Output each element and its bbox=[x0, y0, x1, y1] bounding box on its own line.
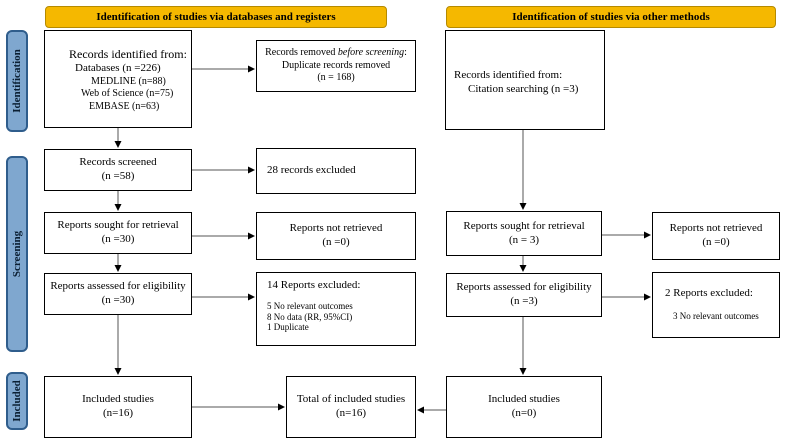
stage-identification: Identification bbox=[6, 30, 28, 132]
records-excluded-box: 28 records excluded bbox=[256, 148, 416, 194]
exclusion-no-data: 8 No data (RR, 95%CI) bbox=[267, 311, 353, 322]
reports-sought-title: Reports sought for retrieval bbox=[57, 219, 179, 232]
left-section-header: Identification of studies via databases … bbox=[45, 6, 387, 28]
duplicates-removed-count: (n = 168) bbox=[317, 72, 355, 84]
total-included-title: Total of included studies bbox=[296, 393, 406, 406]
records-identified-box: Records identified from: Databases (n =2… bbox=[44, 30, 192, 128]
reports-not-retrieved-title: Reports not retrieved bbox=[289, 222, 383, 235]
exclusion-duplicate: 1 Duplicate bbox=[267, 322, 309, 333]
records-screened-count: (n =58) bbox=[101, 170, 135, 182]
other-reports-assessed-title: Reports assessed for eligibility bbox=[456, 281, 592, 294]
stage-screening: Screening bbox=[6, 156, 28, 352]
records-removed-box: Records removed before screening: Duplic… bbox=[256, 40, 416, 92]
other-reports-not-retrieved-title: Reports not retrieved bbox=[669, 222, 763, 235]
reports-sought-box: Reports sought for retrieval (n =30) bbox=[44, 212, 192, 254]
stage-included: Included bbox=[6, 372, 28, 430]
right-section-header: Identification of studies via other meth… bbox=[446, 6, 776, 28]
other-included-studies-count: (n=0) bbox=[511, 407, 537, 419]
other-included-studies-box: Included studies (n=0) bbox=[446, 376, 602, 438]
other-reports-assessed-count: (n =3) bbox=[510, 295, 538, 307]
included-studies-title: Included studies bbox=[82, 393, 154, 406]
reports-assessed-box: Reports assessed for eligibility (n =30) bbox=[44, 273, 192, 315]
reports-excluded-box: 14 Reports excluded: 5 No relevant outco… bbox=[256, 272, 416, 346]
total-included-box: Total of included studies (n=16) bbox=[286, 376, 416, 438]
other-reports-not-retrieved-count: (n =0) bbox=[702, 236, 730, 248]
records-identified-title: Records identified from: bbox=[69, 47, 187, 61]
other-records-identified-box: Records identified from: Citation search… bbox=[445, 30, 605, 130]
wos-count: Web of Science (n=75) bbox=[81, 88, 174, 100]
reports-not-retrieved-box: Reports not retrieved (n =0) bbox=[256, 212, 416, 260]
included-studies-box: Included studies (n=16) bbox=[44, 376, 192, 438]
reports-sought-count: (n =30) bbox=[101, 233, 135, 245]
reports-not-retrieved-count: (n =0) bbox=[322, 236, 350, 248]
included-studies-count: (n=16) bbox=[102, 407, 134, 419]
other-included-studies-title: Included studies bbox=[488, 393, 560, 406]
other-exclusion-no-outcomes: 3 No relevant outcomes bbox=[673, 310, 759, 321]
other-reports-sought-count: (n = 3) bbox=[508, 233, 540, 246]
other-records-identified-title: Records identified from: bbox=[454, 69, 563, 81]
exclusion-no-outcomes: 5 No relevant outcomes bbox=[267, 300, 353, 311]
duplicates-removed-label: Duplicate records removed bbox=[281, 59, 391, 71]
records-screened-box: Records screened (n =58) bbox=[44, 149, 192, 191]
other-reports-assessed-box: Reports assessed for eligibility (n =3) bbox=[446, 273, 602, 317]
embase-count: EMBASE (n=63) bbox=[89, 100, 160, 112]
records-excluded-text: 28 records excluded bbox=[267, 164, 356, 177]
reports-assessed-title: Reports assessed for eligibility bbox=[50, 280, 186, 293]
databases-count: Databases (n =226) bbox=[75, 62, 161, 74]
records-screened-title: Records screened bbox=[79, 156, 157, 169]
total-included-count: (n=16) bbox=[335, 407, 367, 419]
reports-excluded-title: 14 Reports excluded: bbox=[267, 279, 361, 291]
records-removed-title: Records removed before screening: bbox=[265, 47, 407, 59]
other-reports-sought-title: Reports sought for retrieval bbox=[463, 219, 585, 232]
other-reports-not-retrieved-box: Reports not retrieved (n =0) bbox=[652, 212, 780, 260]
citation-searching-count: Citation searching (n =3) bbox=[468, 82, 579, 95]
other-reports-excluded-title: 2 Reports excluded: bbox=[665, 287, 753, 299]
other-reports-sought-box: Reports sought for retrieval (n = 3) bbox=[446, 211, 602, 256]
reports-assessed-count: (n =30) bbox=[101, 294, 135, 306]
other-reports-excluded-box: 2 Reports excluded: 3 No relevant outcom… bbox=[652, 272, 780, 338]
medline-count: MEDLINE (n=88) bbox=[91, 75, 166, 87]
